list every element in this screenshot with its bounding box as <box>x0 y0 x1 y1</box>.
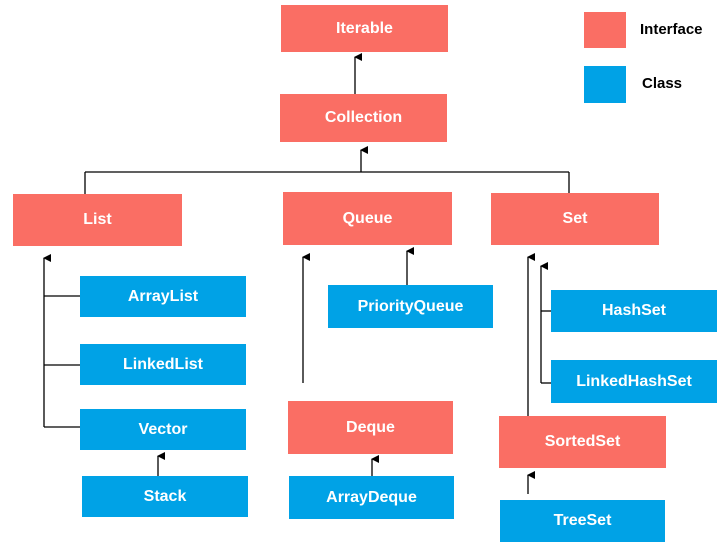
node-priorityqueue: PriorityQueue <box>328 285 493 328</box>
node-stack: Stack <box>82 476 248 517</box>
node-hashset: HashSet <box>551 290 717 332</box>
node-linkedlist: LinkedList <box>80 344 246 385</box>
node-queue: Queue <box>283 192 452 245</box>
node-arraydeque: ArrayDeque <box>289 476 454 519</box>
node-set: Set <box>491 193 659 245</box>
legend-class-label: Class <box>642 75 683 92</box>
node-collection: Collection <box>280 94 447 142</box>
legend-interface-label: Interface <box>640 21 703 38</box>
node-sortedset: SortedSet <box>499 416 666 468</box>
node-iterable: Iterable <box>281 5 448 52</box>
node-linkedhashset: LinkedHashSet <box>551 360 717 403</box>
node-treeset: TreeSet <box>500 500 665 542</box>
node-arraylist: ArrayList <box>80 276 246 317</box>
legend-interface-swatch <box>584 12 626 48</box>
legend-class-swatch <box>584 66 626 103</box>
node-deque: Deque <box>288 401 453 454</box>
node-list: List <box>13 194 182 246</box>
node-vector: Vector <box>80 409 246 450</box>
